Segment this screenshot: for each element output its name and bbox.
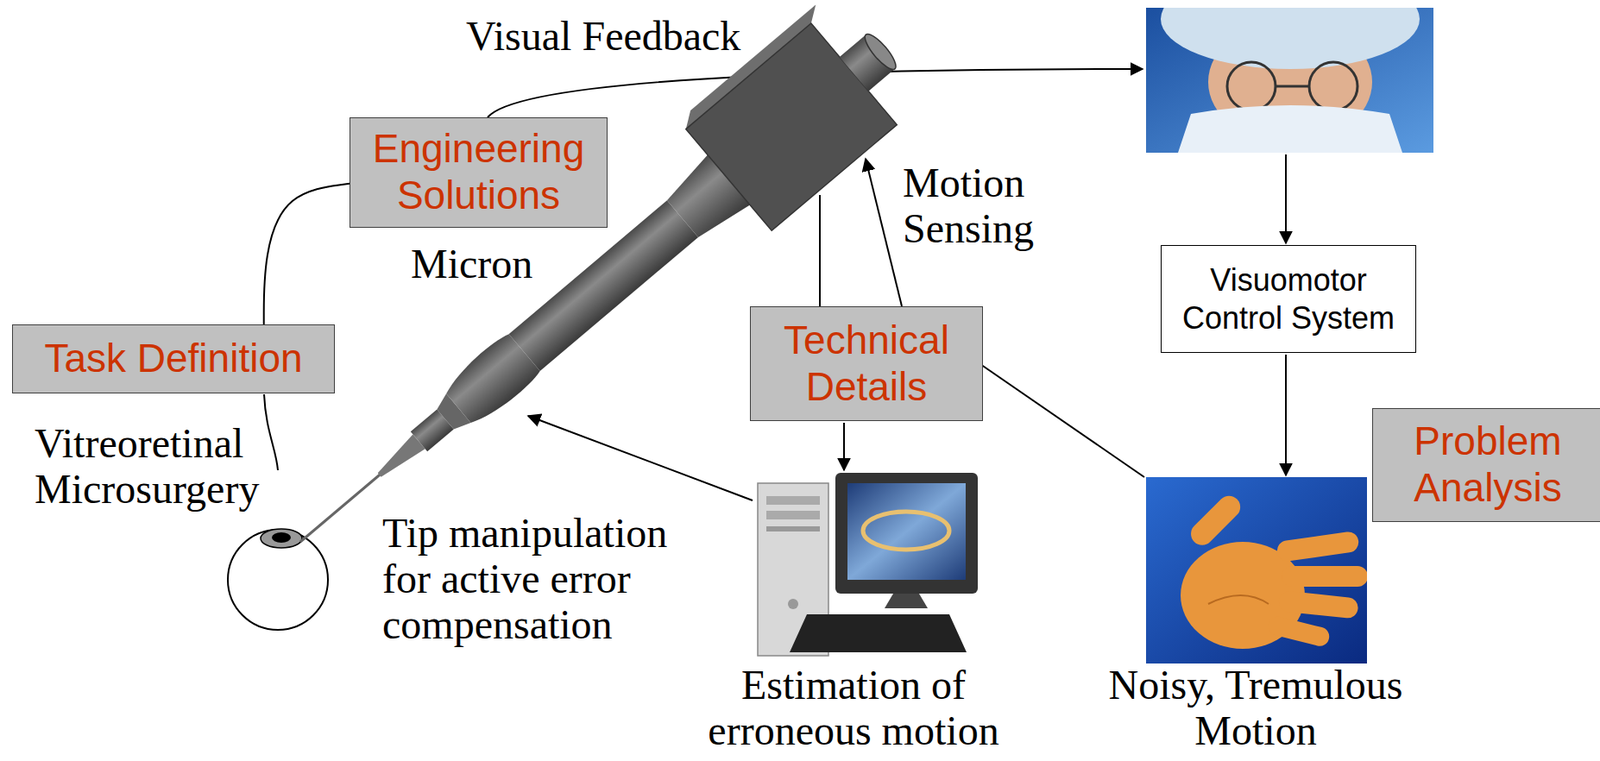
box-text: Technical Details (764, 317, 969, 411)
section-box: Task Definition (12, 324, 335, 394)
estimation-label: Estimation of erroneous motion (698, 662, 1009, 755)
box-text: Task Definition (44, 335, 303, 383)
tremor-label: Noisy, Tremulous Motion (1097, 662, 1414, 755)
section-box: Technical Details (749, 306, 983, 422)
flow-line (264, 183, 350, 325)
flow-line (264, 394, 278, 471)
estimation-arrow (843, 422, 845, 471)
device-label: Micron (410, 241, 558, 288)
box-text: Problem Analysis (1386, 418, 1589, 512)
flow-arrow (1285, 354, 1287, 476)
sensing-label: Motion Sensing (902, 160, 1054, 252)
computer-icon (757, 472, 978, 656)
feedback-label: Visual Feedback (466, 13, 794, 60)
tip-label: Tip manipulation for active error compen… (382, 510, 693, 648)
box-text: Visuomotor Control System (1171, 261, 1405, 336)
task-label: Vitreoretinal Microsurgery (34, 421, 272, 513)
box-text: Engineering Solutions (364, 125, 593, 220)
eye-symbol (227, 529, 328, 630)
sensing-arrow (865, 158, 902, 307)
section-box: Problem Analysis (1372, 408, 1600, 523)
connector-line (977, 362, 1145, 478)
surgeon-photo (1146, 7, 1434, 153)
flow-arrow (1285, 154, 1287, 244)
hand-photo (1146, 477, 1367, 664)
section-box: Engineering Solutions (349, 117, 608, 228)
process-box: Visuomotor Control System (1160, 245, 1417, 353)
compensation-arrow (528, 415, 753, 501)
connector-line (818, 195, 821, 307)
